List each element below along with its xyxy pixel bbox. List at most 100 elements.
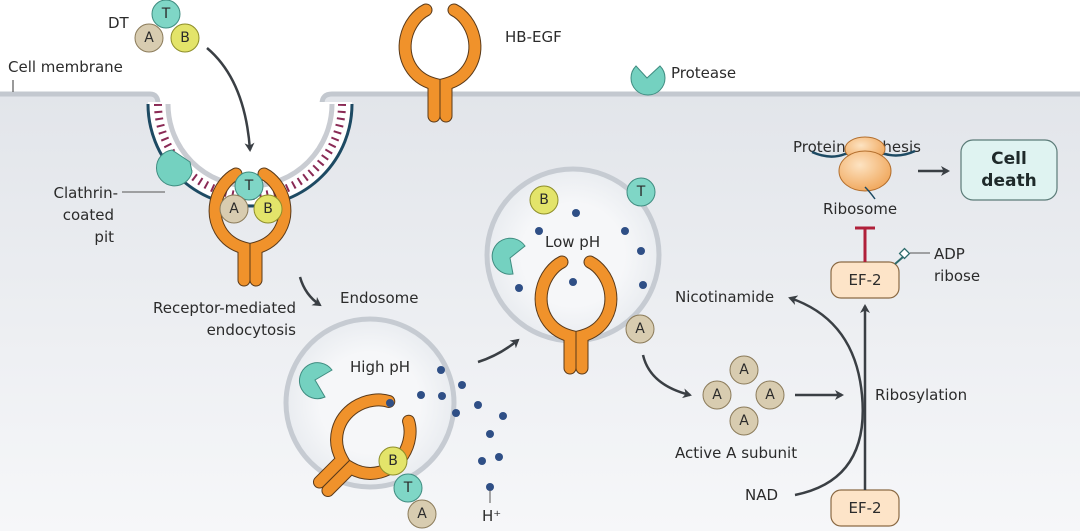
diagram-shape (569, 278, 577, 286)
dt-bound-in-pit: T A B (219, 171, 283, 224)
protease-label: Protease (671, 64, 736, 82)
dt-label: DT (108, 14, 130, 32)
subunit-t-free (626, 177, 656, 207)
adp-label-line2: ribose (934, 267, 980, 285)
protease-icon-low-ph (491, 237, 526, 275)
diagram-text: A (417, 506, 427, 522)
cell-death-box (960, 139, 1058, 201)
diagram-shape (438, 392, 446, 400)
diagram-shape (151, 0, 181, 29)
diagram-shape (894, 256, 904, 265)
diagram-shape (535, 227, 543, 235)
diagram-text: A (229, 201, 239, 217)
diagram-text: A (739, 362, 749, 378)
diagram-shape (170, 23, 200, 53)
diagram-text: EF-2 (848, 499, 881, 517)
ribosome-large-subunit (838, 150, 892, 192)
high-ph-label: High pH (350, 358, 410, 376)
diagram-shape (386, 399, 394, 407)
ribosome-label: Ribosome (823, 200, 897, 218)
protease-icon-endosome (298, 362, 333, 400)
diagram-shape (495, 453, 503, 461)
diagram-shape (458, 381, 466, 389)
diagram-shape (134, 23, 164, 53)
protease-icon (156, 149, 193, 187)
diagram-shape (478, 457, 486, 465)
diagram-text: pit (94, 228, 114, 246)
diagram-text: A (765, 387, 775, 403)
diagram-shape (407, 499, 437, 529)
diagram-text: Cell (991, 149, 1027, 169)
diagram-shape (234, 171, 264, 201)
diphtheria-toxin: DT T A B (108, 0, 200, 53)
diagram-shape (729, 406, 759, 436)
subunit-b-free (529, 185, 559, 215)
diagram-text: T (403, 480, 413, 496)
diagram-shape (729, 355, 759, 385)
diagram-shape (253, 194, 283, 224)
subunit-a-released (625, 314, 655, 344)
diagram-text: B (263, 201, 273, 217)
arrow-nad-to-nicotinamide (788, 295, 864, 497)
adp-label-line1: ADP (934, 245, 965, 263)
arrow-endosome-to-low-ph (477, 338, 520, 364)
hb-egf-label: HB-EGF (505, 28, 562, 46)
diagram-text: A (635, 321, 645, 337)
nad-label: NAD (745, 486, 778, 504)
diagram-text: coated (63, 206, 114, 224)
protons-low-ph (515, 209, 647, 292)
diagram-shape (621, 227, 629, 235)
diagram-text: A (712, 387, 722, 403)
diagram-shape (219, 194, 249, 224)
arrow-a-to-active (641, 354, 692, 399)
h-plus-label: H⁺ (482, 507, 501, 525)
diagram-text: A (144, 30, 154, 46)
diagram-shape (486, 483, 494, 491)
arrow-dt-to-pit (206, 47, 255, 152)
protease-icon-membrane (630, 65, 666, 96)
diagram-shape (378, 446, 408, 476)
diagram-text: T (244, 178, 254, 194)
cell-membrane-label: Cell membrane (8, 58, 123, 76)
diagram-shape (515, 284, 523, 292)
diagram-text: T (161, 6, 171, 22)
diagram-text: death (981, 171, 1036, 191)
diagram-shape (755, 380, 785, 410)
diagram-shape (864, 186, 876, 200)
diagram-shape (154, 103, 346, 200)
diagram-shape (637, 247, 645, 255)
arrow-pit-to-endosome (298, 276, 322, 307)
dt-inserted: B T A (378, 446, 437, 529)
low-ph-label: Low pH (545, 233, 600, 251)
diagram-shape (148, 102, 352, 204)
diagram-text: A (739, 413, 749, 429)
diagram-shape (146, 103, 354, 208)
diagram-text: Clathrin- (54, 184, 118, 202)
diagram-shape (393, 473, 423, 503)
diagram-text: T (636, 184, 646, 200)
active-a-subunits: A A A A (702, 355, 785, 436)
adp-ribose-icon (898, 247, 911, 260)
endosome-label: Endosome (340, 289, 419, 307)
diagram-shape (486, 430, 494, 438)
active-a-label: Active A subunit (675, 444, 797, 462)
diagram-text: B (180, 30, 190, 46)
diagram-shape (452, 409, 460, 417)
nicotinamide-label: Nicotinamide (675, 288, 774, 306)
diagram-shape (639, 281, 647, 289)
ribosylation-label: Ribosylation (875, 386, 967, 404)
clathrin-label: Clathrin- coated pit (54, 184, 165, 246)
diagram-text: B (539, 192, 549, 208)
diagram-text: B (388, 453, 398, 469)
diagram-shape (702, 380, 732, 410)
rme-label-line1: Receptor-mediated (153, 299, 296, 317)
protons (386, 366, 507, 491)
diagram-shape (437, 366, 445, 374)
diagram-shape (572, 209, 580, 217)
diagram-shape (499, 412, 507, 420)
rme-label-line2: endocytosis (207, 321, 297, 339)
diagram-text: EF-2 (848, 271, 881, 289)
diagram-shape (417, 391, 425, 399)
diagram-shape (474, 401, 482, 409)
